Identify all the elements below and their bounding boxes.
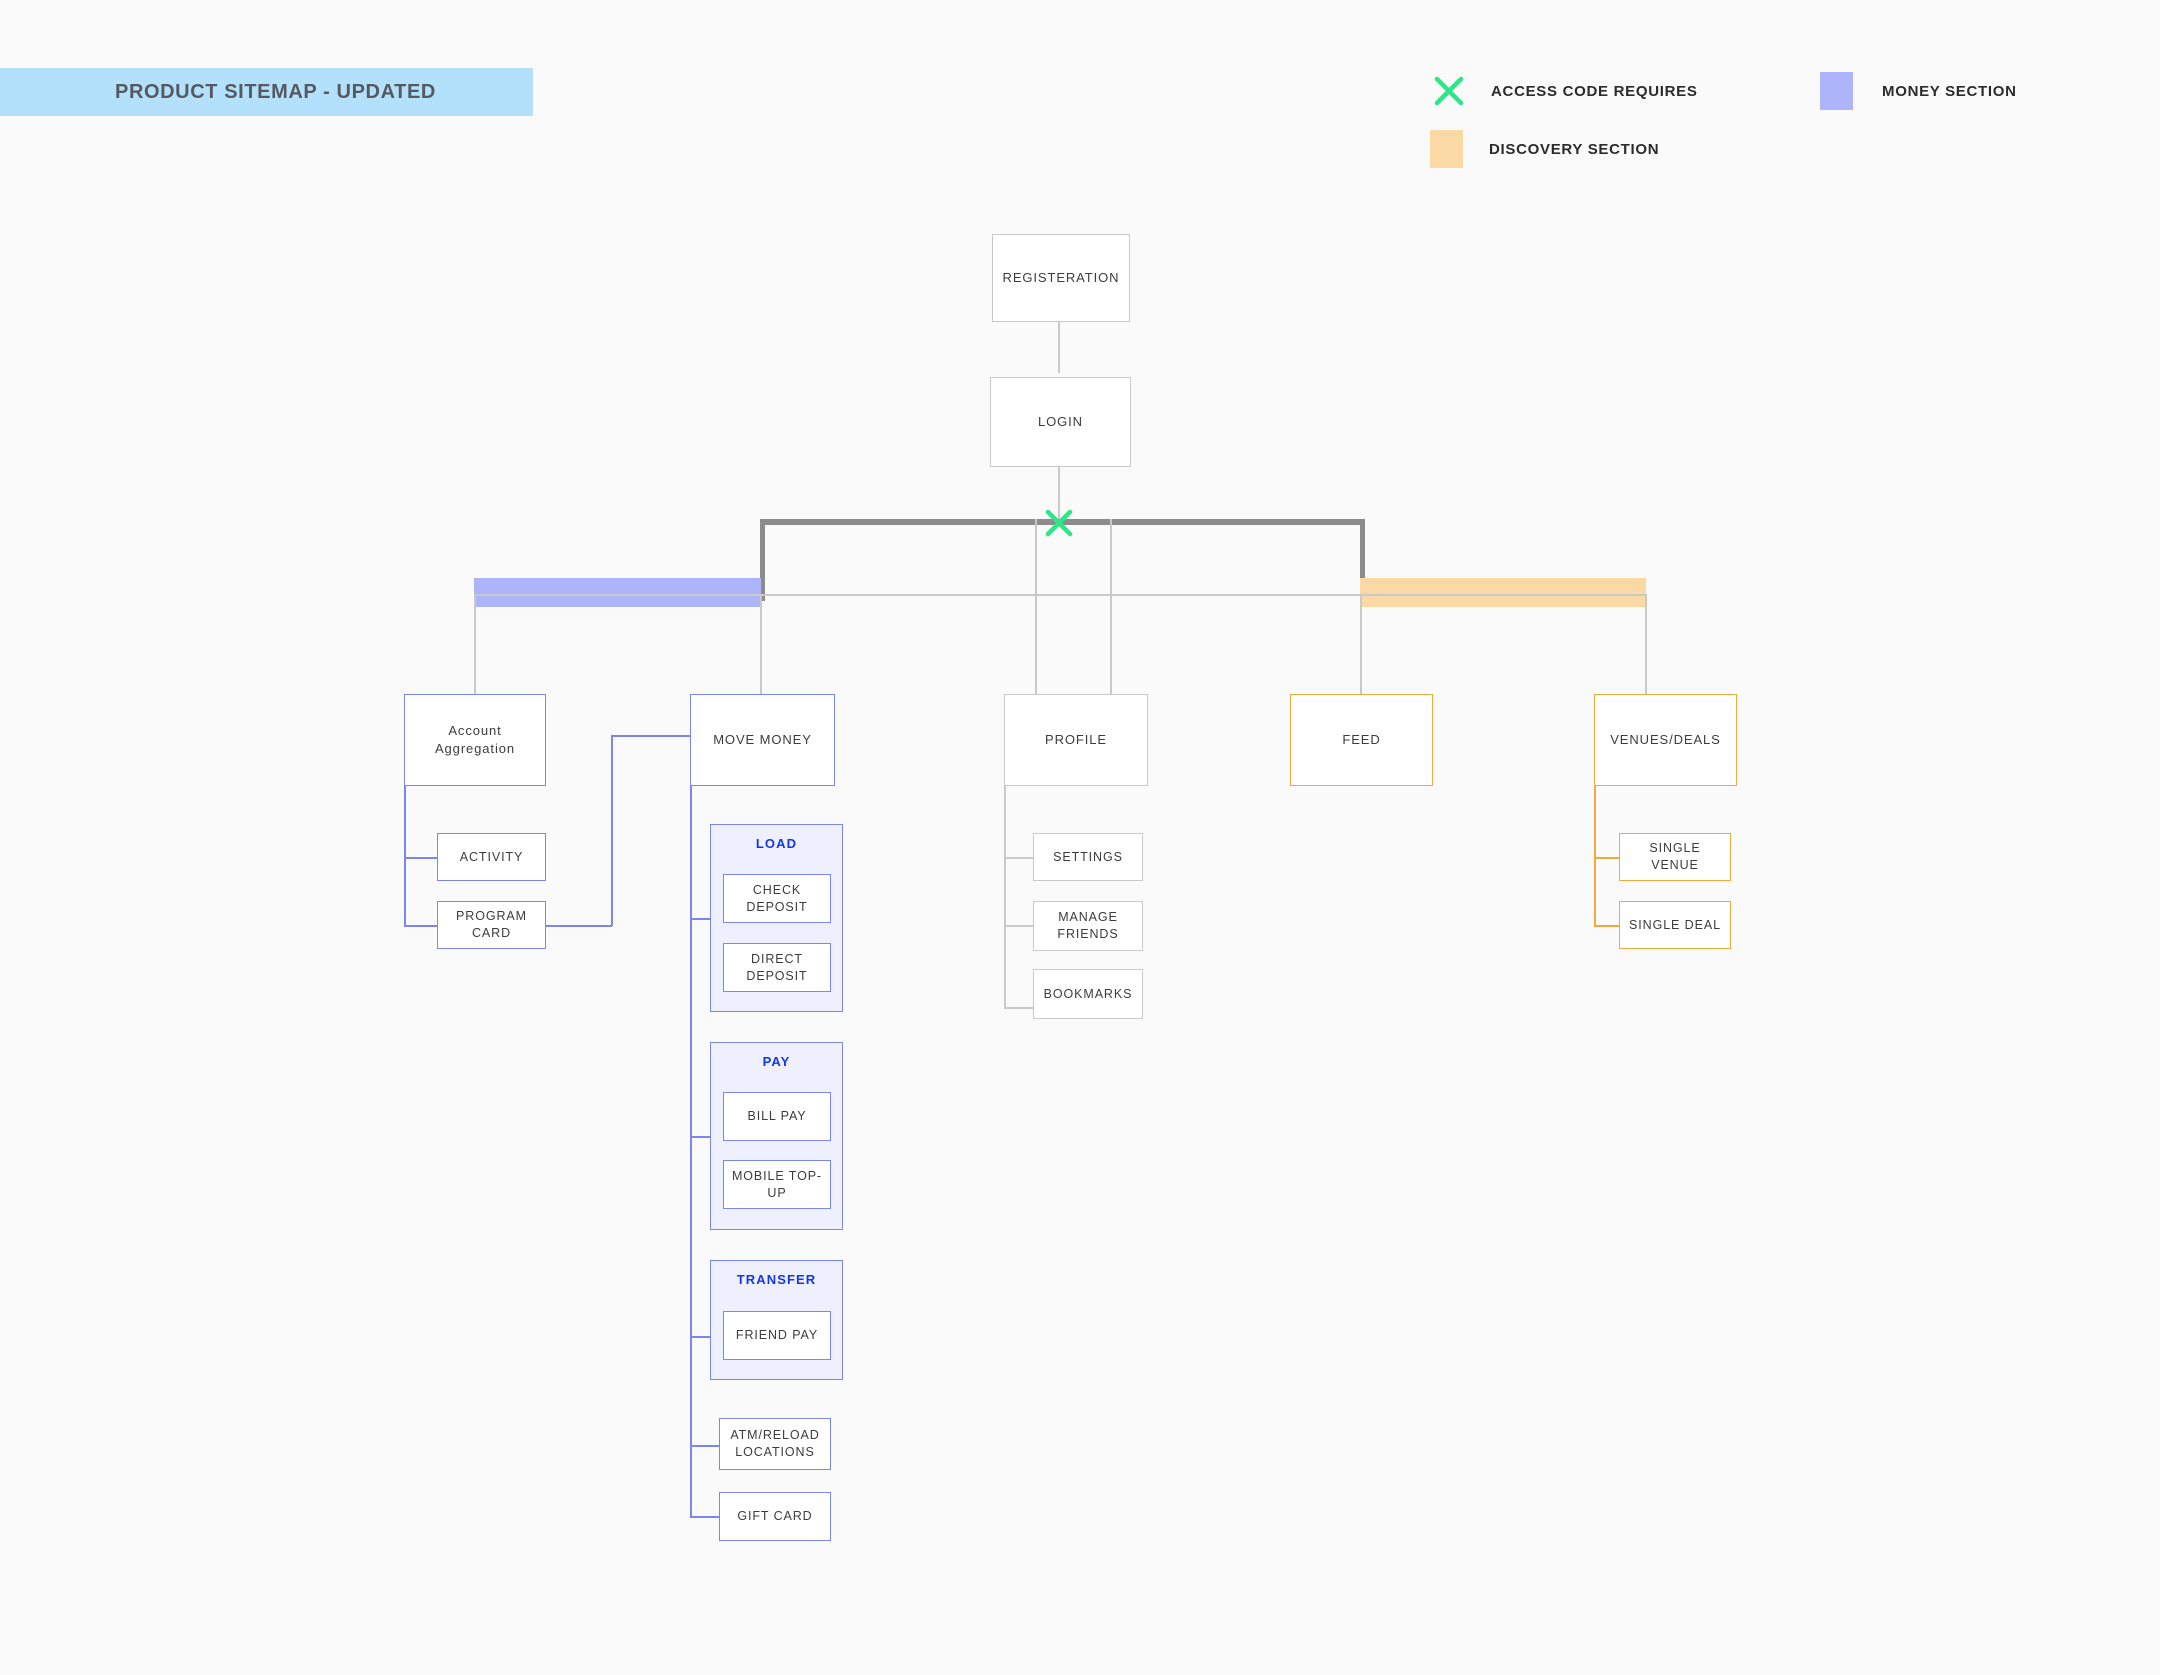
- bracket-left-leg: [760, 519, 765, 601]
- stub-pay-group: [690, 1136, 710, 1138]
- stub-single-deal: [1594, 925, 1620, 927]
- node-mobile-top-up[interactable]: MOBILE TOP-UP: [723, 1160, 831, 1209]
- discovery-section-band: [1360, 578, 1646, 607]
- stub-program-card: [404, 925, 438, 927]
- legend-item-money-section: MONEY SECTION: [1820, 72, 2017, 110]
- node-check-deposit-label: CHECK DEPOSIT: [746, 882, 808, 914]
- bracket-right-leg: [1360, 519, 1365, 601]
- spine-profile: [1004, 786, 1006, 1008]
- drop-feed: [1360, 594, 1362, 694]
- legend-row-1: ACCESS CODE REQUIRES MONEY SECTION: [1430, 70, 2017, 112]
- legend: ACCESS CODE REQUIRES MONEY SECTION DISCO…: [1430, 70, 2017, 170]
- link-program-card-move-money-h1: [545, 925, 612, 927]
- node-mobile-top-up-label: MOBILE TOP-UP: [731, 1168, 822, 1200]
- node-bookmarks-label: BOOKMARKS: [1043, 986, 1133, 1001]
- node-atm-reload-locations[interactable]: ATM/RELOAD LOCATIONS: [719, 1418, 831, 1470]
- node-gift-card-label: GIFT CARD: [737, 1509, 813, 1524]
- level3-distribution-bar: [474, 594, 1646, 596]
- stub-gift-card: [690, 1516, 720, 1518]
- node-direct-deposit-label: DIRECT DEPOSIT: [746, 951, 808, 983]
- node-manage-friends[interactable]: MANAGE FRIENDS: [1033, 901, 1143, 951]
- legend-label-money-section: MONEY SECTION: [1882, 82, 2017, 100]
- node-registration-label: REGISTERATION: [1002, 270, 1120, 286]
- connector-registration-login: [1058, 322, 1060, 373]
- stub-settings: [1004, 857, 1034, 859]
- node-registration[interactable]: REGISTERATION: [992, 234, 1130, 322]
- node-friend-pay[interactable]: FRIEND PAY: [723, 1311, 831, 1360]
- node-manage-friends-label: MANAGE FRIENDS: [1057, 910, 1119, 941]
- node-atm-reload-locations-label: ATM/RELOAD LOCATIONS: [730, 1428, 820, 1459]
- access-code-x-icon: [1045, 509, 1073, 537]
- node-single-venue-label: SINGLE VENUE: [1649, 841, 1701, 872]
- node-login-label: LOGIN: [1038, 414, 1083, 430]
- node-program-card[interactable]: PROGRAM CARD: [437, 901, 546, 949]
- group-load-title: LOAD: [755, 836, 798, 851]
- node-account-aggregation[interactable]: Account Aggregation: [404, 694, 546, 786]
- discovery-swatch-icon: [1430, 130, 1463, 168]
- node-settings[interactable]: SETTINGS: [1033, 833, 1143, 881]
- node-single-deal-label: SINGLE DEAL: [1629, 917, 1721, 932]
- spine-move-money: [690, 786, 692, 1517]
- node-venues-deals[interactable]: VENUES/DEALS: [1594, 694, 1737, 786]
- group-pay-title: PAY: [762, 1054, 791, 1069]
- legend-label-discovery-section: DISCOVERY SECTION: [1489, 140, 1660, 158]
- node-venues-deals-label: VENUES/DEALS: [1610, 732, 1721, 748]
- node-friend-pay-label: FRIEND PAY: [735, 1328, 819, 1343]
- node-settings-label: SETTINGS: [1053, 849, 1123, 864]
- stub-transfer-group: [690, 1336, 710, 1338]
- node-feed-label: FEED: [1342, 732, 1381, 748]
- legend-row-2: DISCOVERY SECTION: [1430, 128, 2017, 170]
- spine-account-aggregation: [404, 786, 406, 927]
- drop-profile-left: [1035, 519, 1037, 694]
- node-bill-pay-label: BILL PAY: [747, 1109, 807, 1124]
- spine-venues-deals: [1594, 786, 1596, 927]
- page-title-banner: PRODUCT SITEMAP - UPDATED: [0, 68, 533, 116]
- drop-account-aggregation: [474, 594, 476, 694]
- node-single-deal[interactable]: SINGLE DEAL: [1619, 901, 1731, 949]
- node-activity-label: ACTIVITY: [459, 849, 524, 864]
- stub-bookmarks: [1004, 1007, 1034, 1009]
- stub-activity: [404, 857, 438, 859]
- node-login[interactable]: LOGIN: [990, 377, 1131, 467]
- legend-label-access-code: ACCESS CODE REQUIRES: [1491, 82, 1698, 100]
- group-transfer-title: TRANSFER: [736, 1272, 817, 1287]
- stub-manage-friends: [1004, 925, 1034, 927]
- node-program-card-label: PROGRAM CARD: [456, 909, 527, 940]
- link-program-card-move-money-v: [611, 735, 613, 926]
- node-account-aggregation-label: Account Aggregation: [434, 723, 515, 756]
- node-profile-label: PROFILE: [1045, 732, 1107, 748]
- node-direct-deposit[interactable]: DIRECT DEPOSIT: [723, 943, 831, 992]
- page-title: PRODUCT SITEMAP - UPDATED: [115, 80, 436, 103]
- money-section-band: [474, 578, 761, 607]
- node-move-money[interactable]: MOVE MONEY: [690, 694, 835, 786]
- x-mark-icon: [1434, 76, 1464, 106]
- drop-venues-deals: [1645, 594, 1647, 694]
- node-feed[interactable]: FEED: [1290, 694, 1433, 786]
- connector-login-bracket: [1058, 467, 1060, 523]
- stub-single-venue: [1594, 857, 1620, 859]
- node-check-deposit[interactable]: CHECK DEPOSIT: [723, 874, 831, 923]
- node-activity[interactable]: ACTIVITY: [437, 833, 546, 881]
- legend-item-access-code: ACCESS CODE REQUIRES: [1430, 72, 1830, 110]
- node-gift-card[interactable]: GIFT CARD: [719, 1492, 831, 1541]
- node-profile[interactable]: PROFILE: [1004, 694, 1148, 786]
- stub-atm-reload: [690, 1445, 720, 1447]
- legend-item-discovery-section: DISCOVERY SECTION: [1430, 130, 1659, 168]
- node-bill-pay[interactable]: BILL PAY: [723, 1092, 831, 1141]
- stub-load-group: [690, 918, 710, 920]
- node-move-money-label: MOVE MONEY: [713, 732, 812, 748]
- money-swatch-icon: [1820, 72, 1853, 110]
- node-single-venue[interactable]: SINGLE VENUE: [1619, 833, 1731, 881]
- drop-move-money: [760, 594, 762, 694]
- link-program-card-move-money-h2: [611, 735, 691, 737]
- node-bookmarks[interactable]: BOOKMARKS: [1033, 969, 1143, 1019]
- drop-profile-right: [1110, 519, 1112, 694]
